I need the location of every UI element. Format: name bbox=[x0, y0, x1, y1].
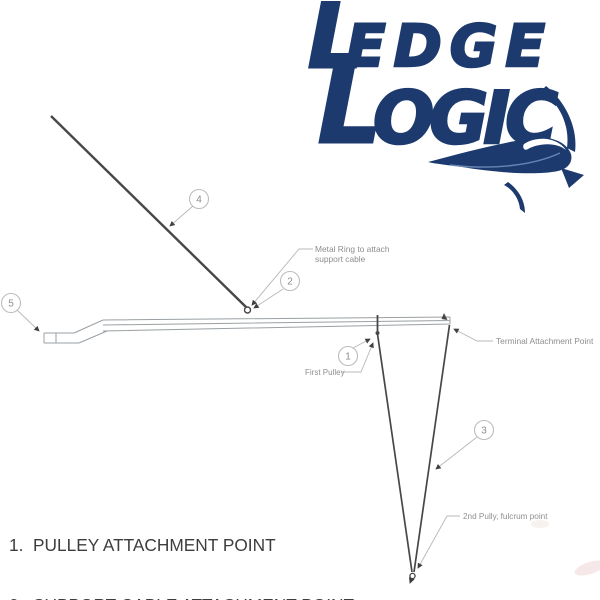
smudge-mark-small bbox=[531, 520, 549, 528]
callout-1-circle bbox=[337, 345, 359, 367]
metal-ring bbox=[243, 306, 252, 314]
leader-metal-ring-label bbox=[251, 248, 313, 306]
callout-5: 5 bbox=[0, 292, 22, 314]
legend-item-1: 1. PULLEY ATTACHMENT POINT bbox=[9, 534, 276, 555]
first-pulley-point bbox=[375, 331, 380, 335]
leader-callout-2 bbox=[253, 288, 284, 309]
first-pulley-label: First Pulley bbox=[305, 368, 345, 377]
terminal-attachment-label: Terminal Attachment Point bbox=[496, 336, 594, 346]
rod-outline bbox=[43, 316, 451, 344]
leader-second-pulley-label bbox=[417, 515, 460, 569]
smudge-mark bbox=[574, 560, 600, 576]
second-pulley-label: 2nd Pully, fulcrum point bbox=[463, 512, 548, 521]
callout-2-circle bbox=[279, 270, 301, 292]
callout-4: 4 bbox=[188, 188, 210, 210]
metal-ring-label-line2: support cable bbox=[315, 254, 366, 264]
callout-1: 1 bbox=[337, 345, 359, 367]
leader-callout-4 bbox=[169, 205, 194, 227]
rod-bend bbox=[73, 319, 108, 344]
callout-2-number: 2 bbox=[287, 277, 293, 288]
monofilament-left-line bbox=[376, 333, 413, 573]
callout-5-number: 5 bbox=[8, 299, 14, 310]
metal-ring-label-line1: Metal Ring to attach bbox=[315, 244, 390, 254]
rod-blank bbox=[102, 316, 451, 332]
callout-4-circle bbox=[188, 188, 210, 210]
marlin-icon bbox=[428, 86, 584, 213]
leader-first-pulley-label bbox=[342, 342, 374, 373]
callout-1-number: 1 bbox=[345, 352, 351, 363]
callout-3: 3 bbox=[473, 419, 495, 441]
legend-item-2: 2. SUPPORT CABLE ATTACHMENT POINT bbox=[9, 595, 354, 600]
logo-logic-initial: L bbox=[317, 49, 384, 166]
second-pulley-tail-arrow bbox=[408, 577, 415, 584]
legend-list: 1. PULLEY ATTACHMENT POINT 2. SUPPORT CA… bbox=[9, 494, 354, 600]
terminal-tip-mark bbox=[441, 313, 448, 320]
second-pulley-loop bbox=[409, 572, 416, 580]
leader-callout-1 bbox=[352, 338, 371, 349]
monofilament-right-line bbox=[413, 324, 451, 573]
support-cable-line bbox=[50, 115, 247, 308]
callout-3-number: 3 bbox=[481, 426, 487, 437]
callout-3-circle bbox=[473, 419, 495, 441]
leader-callout-5 bbox=[16, 309, 40, 332]
rod-butt bbox=[43, 332, 79, 344]
leader-callout-3 bbox=[435, 436, 478, 470]
callout-2: 2 bbox=[279, 270, 301, 292]
logo-ledge-initial: L bbox=[306, 0, 365, 88]
logo-ledge-rest: EDGE bbox=[345, 12, 553, 80]
leader-terminal-label bbox=[453, 328, 493, 342]
callout-4-number: 4 bbox=[196, 195, 202, 206]
ledge-logic-logo: L EDGE L OGIC bbox=[296, 0, 600, 220]
callout-5-circle bbox=[0, 292, 22, 314]
